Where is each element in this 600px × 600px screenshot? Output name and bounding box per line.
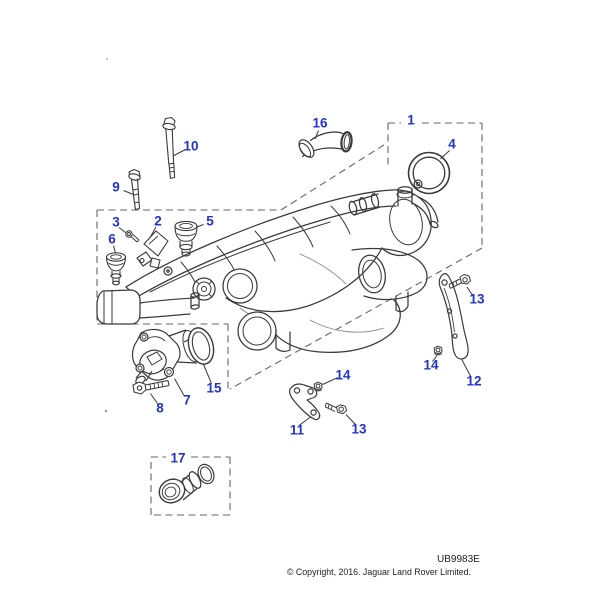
- callout-11: 11: [289, 422, 305, 438]
- intake-manifold-drawing: [97, 180, 439, 352]
- callout-6: 6: [108, 231, 116, 247]
- print-specks: [104, 58, 108, 413]
- boundary-diagonal-lower: [230, 248, 482, 389]
- o-ring-4-drawing: [409, 153, 450, 194]
- group-boundaries: [97, 123, 482, 515]
- callout-12: 12: [466, 373, 482, 389]
- callout-10: 10: [183, 138, 199, 154]
- callout-7: 7: [183, 392, 191, 408]
- hose-16-drawing: [296, 132, 352, 160]
- boundary-diagonal-upper: [281, 143, 387, 210]
- callout-2: 2: [154, 213, 162, 229]
- bolt-13-upper-drawing: [449, 275, 471, 289]
- throttle-body-7-drawing: [133, 329, 203, 385]
- callout-3: 3: [112, 214, 120, 230]
- gasket-15-drawing: [184, 325, 217, 367]
- callout-15: 15: [206, 380, 222, 396]
- bolt-13-lower-drawing: [325, 403, 346, 414]
- stay-bracket-12-drawing: [439, 274, 468, 359]
- valve-5-drawing: [175, 221, 197, 256]
- copyright-notice: © Copyright, 2016. Jaguar Land Rover Lim…: [287, 567, 471, 577]
- drawing-code: UB9983E: [437, 554, 480, 565]
- bolt-8-drawing: [133, 381, 169, 395]
- callout-14a: 14: [335, 367, 351, 383]
- screw-3-drawing: [126, 231, 139, 242]
- callout-8: 8: [156, 400, 164, 416]
- callout-4: 4: [448, 136, 456, 152]
- leader-lines: [114, 131, 474, 426]
- callout-9: 9: [112, 179, 120, 195]
- sensor-2-drawing: [137, 231, 168, 268]
- valve-6-drawing: [107, 253, 126, 285]
- coupler-17-drawing: [155, 462, 217, 507]
- nut-14-right-drawing: [434, 346, 442, 355]
- boundary-box17: [151, 457, 230, 515]
- callout-13a: 13: [469, 291, 485, 307]
- bolt-10-drawing: [162, 118, 175, 179]
- bracket-11-drawing: [290, 384, 320, 420]
- callout-16: 16: [312, 115, 328, 131]
- callout-5: 5: [206, 213, 214, 229]
- callout-1: 1: [407, 112, 415, 128]
- callout-14b: 14: [423, 357, 439, 373]
- nut-14-left-drawing: [314, 382, 322, 391]
- callout-17: 17: [170, 450, 186, 466]
- bolt-9-drawing: [128, 170, 141, 210]
- callout-13b: 13: [351, 421, 367, 437]
